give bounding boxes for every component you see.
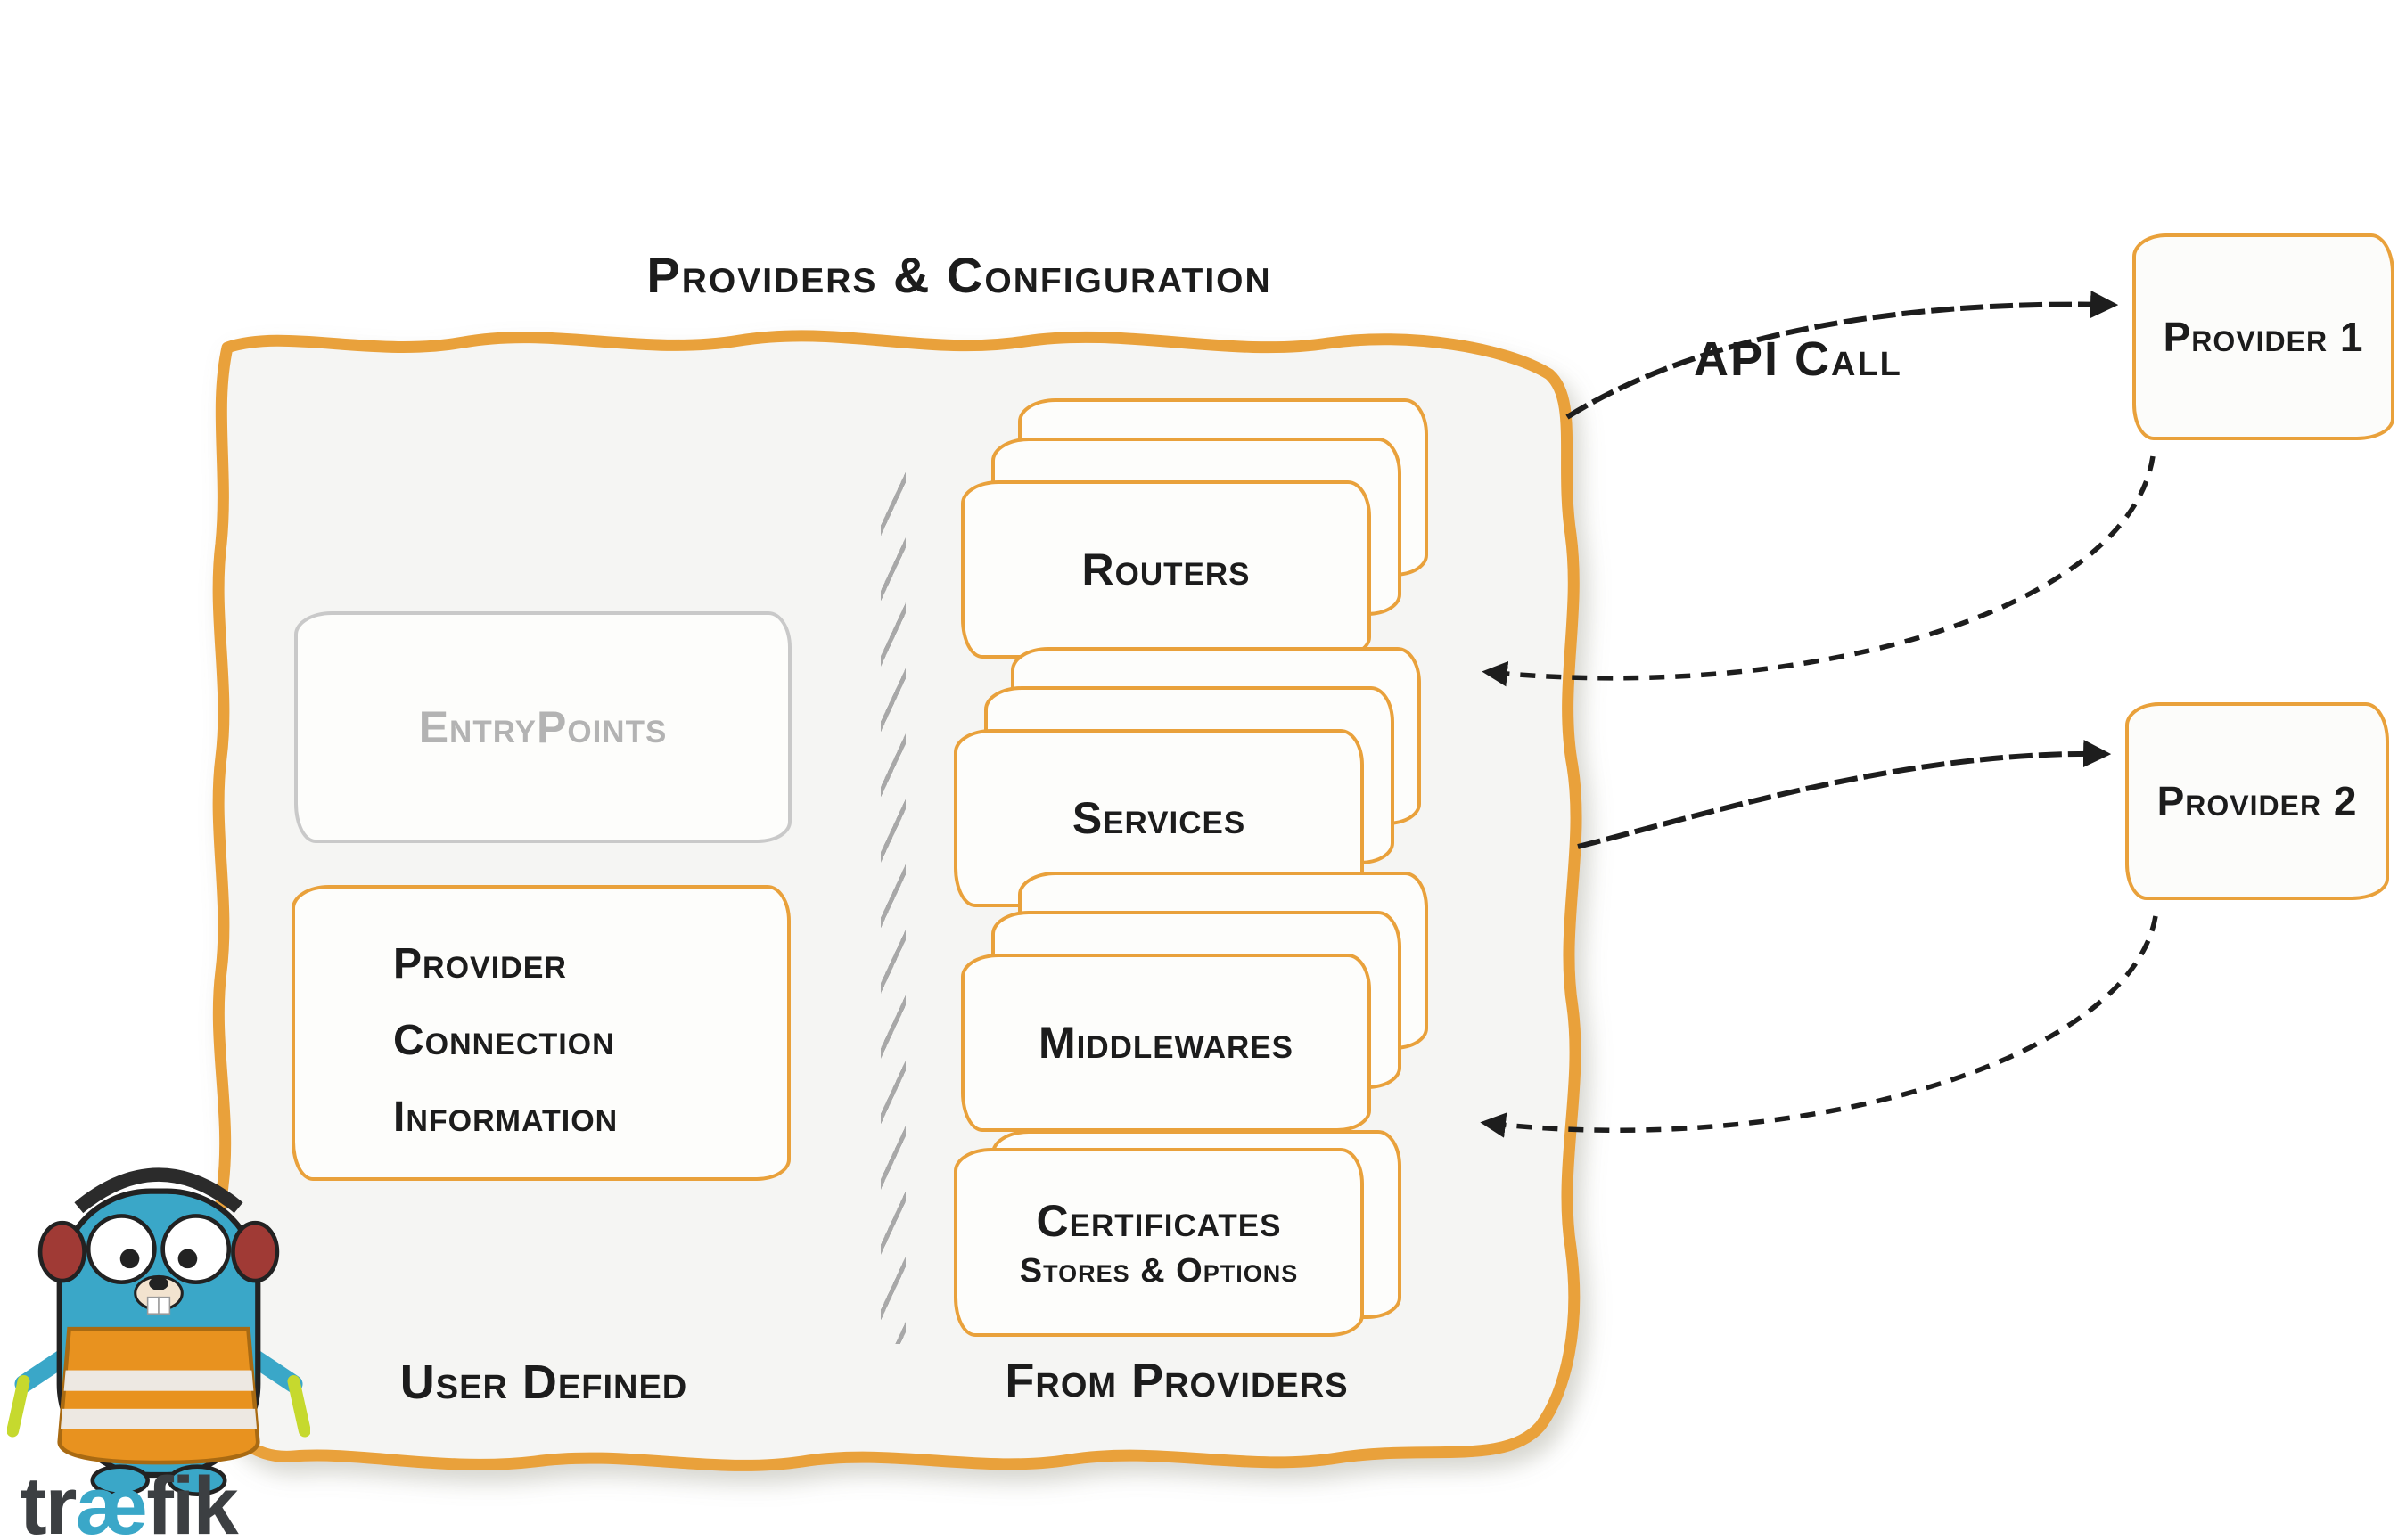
certificates-card: Certificates Stores & Options <box>954 1148 1364 1337</box>
user-defined-label: User Defined <box>399 1356 688 1409</box>
entrypoints-box: EntryPoints <box>294 611 792 843</box>
middlewares-label: Middlewares <box>1039 1018 1293 1068</box>
provider-2-return-arrow <box>1480 915 2158 1138</box>
wordmark-ligature: æ <box>75 1461 148 1540</box>
provider-2-label: Provider 2 <box>2156 778 2358 824</box>
services-label: Services <box>1072 793 1246 843</box>
routers-card: Routers <box>961 480 1371 659</box>
middlewares-card: Middlewares <box>961 954 1371 1132</box>
entrypoints-label: EntryPoints <box>418 702 668 752</box>
column-divider-hatch <box>881 471 906 1344</box>
from-providers-label: From Providers <box>1005 1354 1349 1407</box>
diagram-title: Providers & Configuration <box>646 247 1272 303</box>
provider-connection-line: Information <box>393 1094 619 1141</box>
provider-connection-line: Provider <box>393 940 567 987</box>
provider-2-call-arrow <box>1577 739 2112 849</box>
traefik-wordmark: træfik <box>20 1460 239 1540</box>
certificates-subtitle: Stores & Options <box>1019 1251 1299 1290</box>
provider-2-box: Provider 2 <box>2125 702 2389 900</box>
provider-1-return-arrow <box>1482 455 2156 687</box>
provider-connection-box: Provider Connection Information <box>292 885 791 1181</box>
traefik-gopher-logo <box>6 1150 311 1502</box>
wordmark-prefix: tr <box>20 1461 77 1540</box>
certificates-label: Certificates <box>1036 1195 1282 1246</box>
provider-1-box: Provider 1 <box>2132 233 2394 440</box>
gopher-mascot-icon <box>6 1167 311 1496</box>
provider-connection-line: Connection <box>393 1017 615 1064</box>
routers-label: Routers <box>1081 545 1251 594</box>
api-call-label: API Call <box>1694 332 1902 386</box>
provider-1-label: Provider 1 <box>2163 314 2364 360</box>
wordmark-suffix: fik <box>146 1461 238 1540</box>
